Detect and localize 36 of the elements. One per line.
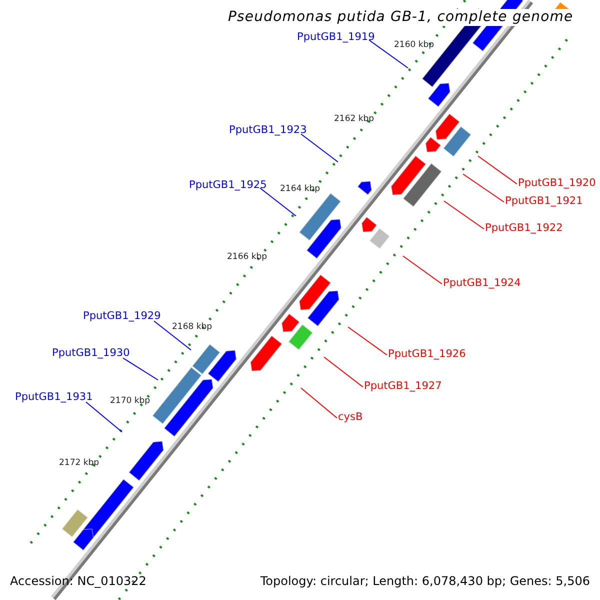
tick-label: 2170 kbp xyxy=(110,396,150,407)
leader-line xyxy=(154,320,192,350)
leader-line xyxy=(402,256,442,284)
leader-line xyxy=(444,200,484,230)
tick-label: 2172 kbp xyxy=(59,458,100,469)
tick-label: 2168 kbp xyxy=(172,322,212,333)
gene-label: PputGB1_1926 xyxy=(388,348,466,361)
accession-note: Accession: NC_010322 xyxy=(10,574,146,589)
gene-label: cysB xyxy=(338,411,363,424)
gene-label: PputGB1_1921 xyxy=(505,195,583,208)
gene-label: PputGB1_1924 xyxy=(443,277,521,290)
gene-label: PputGB1_1929 xyxy=(83,310,161,323)
leader-line xyxy=(86,402,122,432)
leader-line xyxy=(462,174,504,202)
leader-line xyxy=(478,156,518,184)
leader-line xyxy=(122,358,158,380)
leader-line xyxy=(324,356,364,388)
leader-line xyxy=(300,134,338,162)
leader-line xyxy=(300,388,338,418)
gene-label: PputGB1_1922 xyxy=(485,222,563,235)
tick-label: 2166 kbp xyxy=(227,252,268,263)
tick-label: 2164 kbp xyxy=(280,184,320,195)
leader-line xyxy=(260,188,296,216)
gene-label: PputGB1_1927 xyxy=(364,380,442,393)
leader-line xyxy=(368,40,408,68)
title: Pseudomonas putida GB-1, complete genome xyxy=(228,9,574,26)
tick-label: 2162 kbp xyxy=(334,114,374,125)
gene-label: PputGB1_1930 xyxy=(52,347,130,360)
leader-line xyxy=(348,326,388,356)
tick-label: 2160 kbp xyxy=(394,40,434,51)
gene-label: PputGB1_1920 xyxy=(518,177,596,190)
gene-label: PputGB1_1923 xyxy=(229,124,307,137)
gene-label: PputGB1_1925 xyxy=(189,179,267,192)
gene-label: PputGB1_1931 xyxy=(15,391,93,404)
genome-info-note: Topology: circular; Length: 6,078,430 bp; Genes: 5,506 xyxy=(260,574,590,589)
gene-label: PputGB1_1919 xyxy=(297,31,375,44)
